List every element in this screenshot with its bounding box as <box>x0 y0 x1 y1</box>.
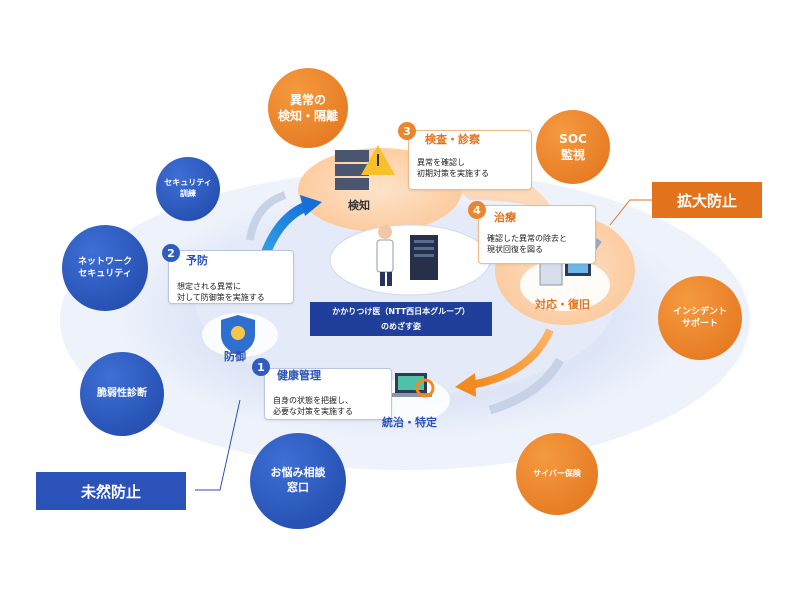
arrow-head-detection <box>300 195 322 216</box>
step1-description: 自身の状態を把握し、 必要な対策を実施する <box>273 395 353 417</box>
consultation-desk-circle: お悩み相談 窓口 <box>250 433 346 529</box>
step4-title: 治療 <box>494 211 516 224</box>
network-security-circle: ネットワーク セキュリティ <box>62 225 148 311</box>
soc-monitoring-circle: SOC 監視 <box>536 110 610 184</box>
laptop-magnifier-icon <box>390 373 435 398</box>
arrow-head-governance <box>455 373 476 397</box>
governance-label: 統治・特定 <box>382 416 437 429</box>
defense-label: 防御 <box>224 350 246 363</box>
step3-number-badge: 3 <box>398 122 416 140</box>
prevention-label: 未然防止 <box>36 472 186 510</box>
cyber-insurance-circle: サイバー保険 <box>516 433 598 515</box>
incident-support-circle: インシデント サポート <box>658 276 742 360</box>
step3-callout: 異常を確認し 初期対策を実施する <box>408 130 532 190</box>
arrow-response-to-governance <box>469 328 554 389</box>
step2-title: 予防 <box>186 254 208 267</box>
step1-number-badge: 1 <box>252 358 270 376</box>
response-label: 対応・復旧 <box>535 298 590 311</box>
step2-callout: 想定される異常に 対して防御策を実施する <box>168 250 294 304</box>
prevention-leader-line <box>195 399 241 491</box>
vulnerability-assessment-circle: 脆弱性診断 <box>80 352 164 436</box>
shield-icon <box>221 315 255 355</box>
step3-description: 異常を確認し 初期対策を実施する <box>417 157 489 179</box>
anomaly-detection-circle: 異常の 検知・隔離 <box>268 68 348 148</box>
center-banner-line2: のめざす姿 <box>381 322 421 331</box>
step3-title: 検査・診察 <box>425 133 480 146</box>
step2-number-badge: 2 <box>162 244 180 262</box>
center-banner-line1: かかりつけ医（NTT西日本グループ） <box>332 307 470 316</box>
arrow-training-gray <box>246 191 287 241</box>
step1-title: 健康管理 <box>277 369 321 382</box>
server-warning-icon <box>335 145 395 190</box>
step2-description: 想定される異常に 対して防御策を実施する <box>177 281 265 303</box>
arrow-governance-gray <box>488 357 564 415</box>
security-training-circle: セキュリティ 訓練 <box>156 157 220 221</box>
expansion-leader-line <box>609 199 652 226</box>
detection-label: 検知 <box>348 199 370 212</box>
doctor-icon <box>376 225 394 286</box>
step4-description: 確認した異常の除去と 現状回復を図る <box>487 233 567 255</box>
center-banner: かかりつけ医（NTT西日本グループ） のめざす姿 <box>310 302 492 336</box>
step4-callout: 確認した異常の除去と 現状回復を図る <box>478 205 596 264</box>
server-rack-icon <box>410 235 438 280</box>
step1-callout: 自身の状態を把握し、 必要な対策を実施する <box>264 368 392 420</box>
expansion-prevention-label: 拡大防止 <box>652 182 762 218</box>
step4-number-badge: 4 <box>468 201 486 219</box>
